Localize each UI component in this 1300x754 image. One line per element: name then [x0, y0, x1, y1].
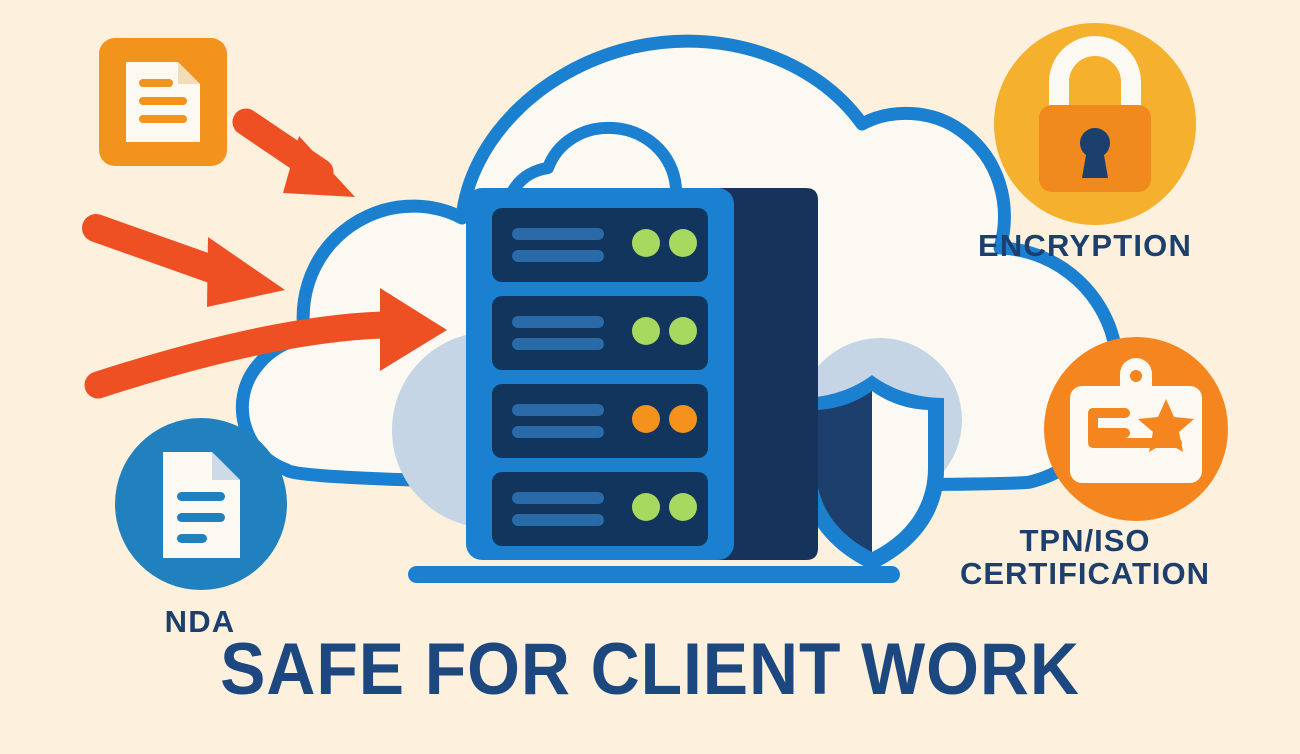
nda-badge	[115, 418, 287, 590]
shield-left-half	[816, 391, 872, 552]
server-rack	[408, 188, 900, 583]
server-led	[632, 229, 660, 257]
label-tpn-iso: TPN/ISO CERTIFICATION	[959, 523, 1211, 592]
server-slot-2	[492, 296, 708, 370]
server-led	[669, 405, 697, 433]
server-slot-4	[492, 472, 708, 546]
arrow-bottom-icon	[84, 288, 447, 399]
document-fold-corner	[178, 62, 200, 84]
nda-document-fold-corner	[212, 452, 240, 480]
server-base-bar	[408, 566, 900, 583]
shield-icon	[800, 375, 944, 570]
server-slot-1	[492, 208, 708, 282]
server-led	[632, 317, 660, 345]
arrow-top-icon	[232, 108, 355, 197]
lock-keyhole-icon	[1080, 128, 1110, 178]
arrow-middle-icon	[82, 214, 285, 307]
tpn-iso-badge	[1044, 337, 1228, 521]
encryption-badge	[994, 23, 1196, 225]
document-tile	[99, 38, 227, 166]
server-led	[632, 405, 660, 433]
lock-shackle-icon	[1049, 36, 1141, 122]
server-led	[669, 317, 697, 345]
label-nda: NDA	[164, 604, 236, 639]
arrow-group	[82, 108, 447, 399]
page-title: SAFE FOR CLIENT WORK	[220, 629, 1080, 710]
server-led	[669, 493, 697, 521]
shield-right-half	[872, 391, 928, 552]
server-led	[669, 229, 697, 257]
badge-star-icon	[1138, 399, 1194, 452]
label-encryption: ENCRYPTION	[977, 228, 1193, 263]
server-slot-3	[492, 384, 708, 458]
server-led	[632, 493, 660, 521]
